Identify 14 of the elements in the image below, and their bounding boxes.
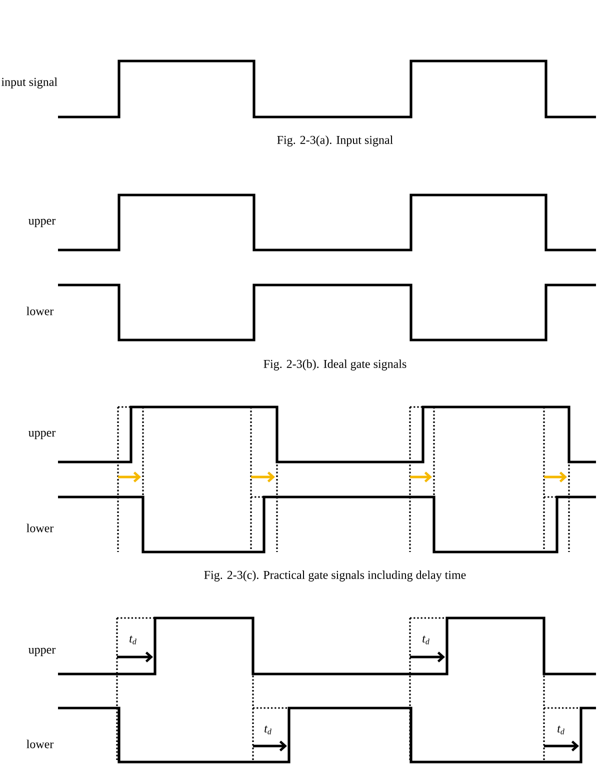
- signal-label: upper: [28, 648, 56, 656]
- delay-label: t$_{d}$: [130, 636, 136, 644]
- figure-caption: Fig. 2-3(a). Input signal: [277, 136, 393, 146]
- delay-label: t$_{d}$: [264, 726, 272, 734]
- delay-label: t$_{d}$: [558, 726, 564, 734]
- signal-label: lower: [26, 524, 54, 532]
- signal-label: upper: [28, 218, 56, 228]
- signal-label: lower: [26, 740, 54, 748]
- signal-label: lower: [26, 306, 54, 316]
- signal-label: upper: [28, 430, 56, 440]
- delay-label: t$_{d}$: [422, 636, 430, 644]
- signal-label: input signal: [1, 78, 58, 88]
- figure-caption: Fig. 2-3(c). Practical gate signals including delay time: [204, 570, 466, 582]
- figure-caption: Fig. 2-3(b). Ideal gate signals: [264, 360, 406, 370]
